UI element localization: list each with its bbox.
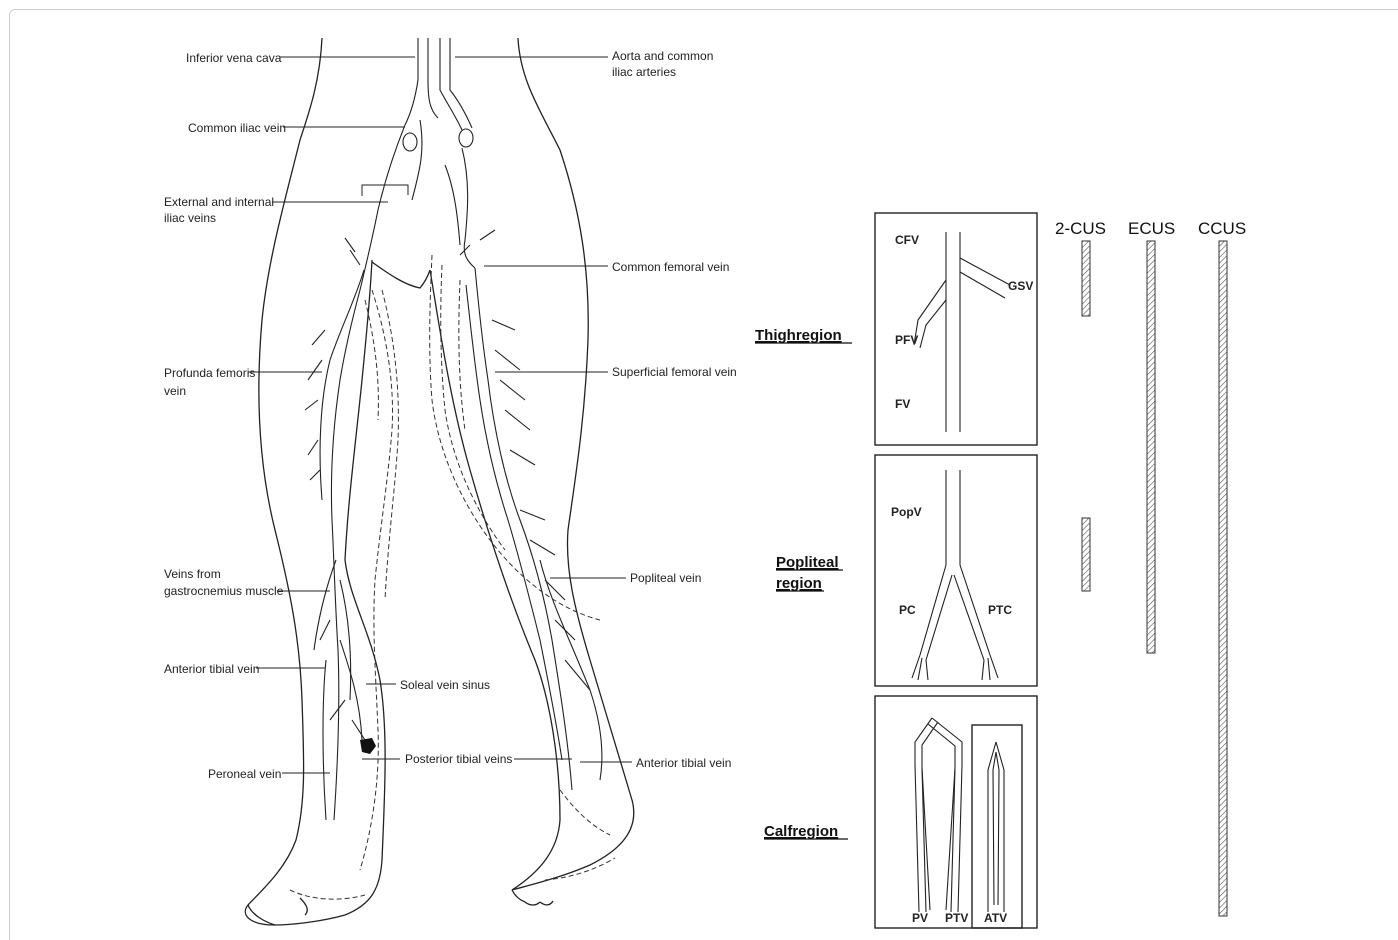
abbr-pfv: PFV xyxy=(895,333,918,347)
region-popliteal-line2: region xyxy=(776,575,822,592)
label-anterior-tibial-vein-left: Anterior tibial vein xyxy=(164,662,259,676)
label-profunda-line2: vein xyxy=(164,384,186,398)
soleal-sinus-mark xyxy=(360,738,376,754)
method-2cus-header: 2-CUS xyxy=(1055,219,1106,238)
legs-illustration xyxy=(245,38,633,925)
coverage-bar-2cus-thigh xyxy=(1082,241,1090,316)
label-gastroc-line2: gastrocnemius muscle xyxy=(164,584,284,598)
label-inferior-vena-cava: Inferior vena cava xyxy=(186,51,282,65)
abbr-fv: FV xyxy=(895,397,910,411)
abbr-popv: PopV xyxy=(891,505,922,519)
abbr-pc: PC xyxy=(899,603,916,617)
popliteal-panel xyxy=(875,455,1037,686)
label-common-iliac-vein: Common iliac vein xyxy=(188,121,286,135)
abbr-ptv: PTV xyxy=(945,911,968,925)
label-ext-int-iliac-line2: iliac veins xyxy=(164,211,216,225)
label-ext-int-iliac-line1: External and internal xyxy=(164,195,274,209)
label-profunda-line1: Profunda femoris xyxy=(164,366,255,380)
label-superficial-femoral-vein: Superficial femoral vein xyxy=(612,365,737,379)
abbr-gsv: GSV xyxy=(1008,279,1033,293)
region-thigh: Thighregion xyxy=(755,327,842,344)
coverage-bar-ecus xyxy=(1147,241,1155,653)
region-popliteal-line1: Popliteal xyxy=(776,554,839,571)
label-aorta-line1: Aorta and common xyxy=(612,49,713,63)
calf-panel xyxy=(875,696,1037,928)
abbr-cfv: CFV xyxy=(895,233,919,247)
label-gastroc-line1: Veins from xyxy=(164,567,221,581)
abbr-pv: PV xyxy=(912,911,928,925)
label-soleal-vein-sinus: Soleal vein sinus xyxy=(400,678,490,692)
coverage-bar-ccus xyxy=(1219,241,1227,916)
label-popliteal-vein: Popliteal vein xyxy=(630,571,701,585)
label-peroneal-vein: Peroneal vein xyxy=(208,767,281,781)
abbr-ptc: PTC xyxy=(988,603,1012,617)
coverage-bar-2cus-popliteal xyxy=(1082,518,1090,591)
method-ccus-header: CCUS xyxy=(1198,219,1246,238)
label-aorta-line2: iliac arteries xyxy=(612,65,676,79)
region-calf: Calfregion xyxy=(764,823,838,840)
label-posterior-tibial-veins: Posterior tibial veins xyxy=(405,752,512,766)
abbr-atv: ATV xyxy=(984,911,1007,925)
label-common-femoral-vein: Common femoral vein xyxy=(612,260,729,274)
label-anterior-tibial-vein-right: Anterior tibial vein xyxy=(636,756,731,770)
method-ecus-header: ECUS xyxy=(1128,219,1175,238)
